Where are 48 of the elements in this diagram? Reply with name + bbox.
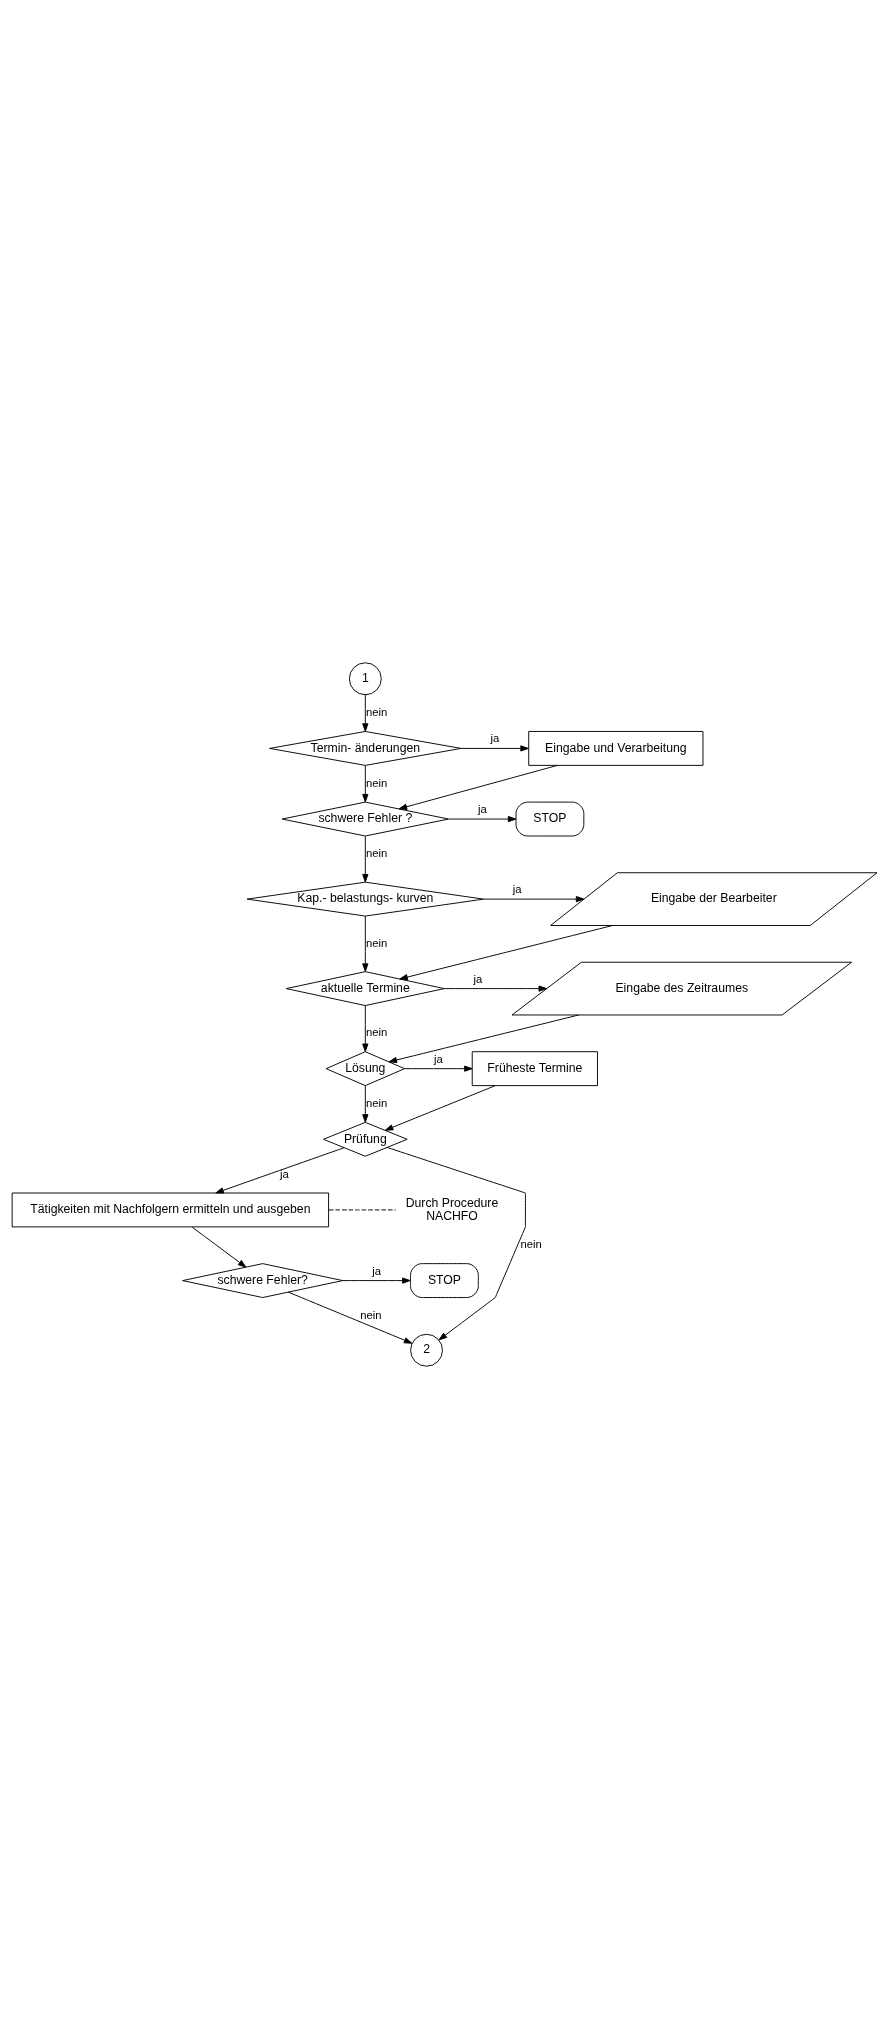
node-box: STOP bbox=[515, 801, 585, 836]
node-box: STOP bbox=[410, 1262, 479, 1298]
edge-label: ja bbox=[434, 1052, 443, 1065]
arrow bbox=[362, 835, 369, 882]
edge-label: nein bbox=[365, 1025, 388, 1038]
connector bbox=[328, 1208, 397, 1210]
node-box: Früheste Termine bbox=[471, 1050, 598, 1086]
arrow bbox=[386, 1146, 526, 1340]
arrow bbox=[384, 1084, 496, 1131]
edge-label: nein bbox=[360, 1308, 382, 1321]
arrow bbox=[191, 1226, 247, 1268]
edge-label: nein bbox=[520, 1237, 542, 1250]
arrow bbox=[460, 744, 529, 752]
arrow bbox=[362, 915, 369, 972]
edge-label: ja bbox=[473, 972, 483, 985]
arrow bbox=[404, 1065, 473, 1072]
node-diamond: Kap.- belastungs- kurven bbox=[246, 881, 484, 917]
arrow bbox=[448, 815, 517, 822]
node-box: Tätigkeiten mit Nachfolgern ermitteln und ausgeben bbox=[11, 1192, 330, 1227]
edge-label: ja bbox=[477, 802, 487, 815]
edge-label: ja bbox=[279, 1167, 289, 1180]
arrow bbox=[483, 895, 585, 902]
arrow bbox=[362, 693, 369, 732]
arrow bbox=[443, 985, 547, 992]
arrow bbox=[287, 1291, 413, 1344]
arrow bbox=[398, 764, 558, 810]
arrow bbox=[362, 764, 369, 802]
edge-label: nein bbox=[365, 776, 388, 789]
node-text: Durch Procedure NACHFO bbox=[405, 1195, 499, 1223]
arrow bbox=[362, 1084, 369, 1123]
edge-label: ja bbox=[512, 882, 522, 895]
edge-label: nein bbox=[365, 936, 388, 949]
arrow bbox=[399, 924, 613, 980]
edge-label: ja bbox=[490, 731, 500, 744]
node-diamond: Termin- änderungen bbox=[269, 730, 462, 766]
node-box: Eingabe und Verarbeitung bbox=[528, 730, 704, 766]
arrow bbox=[388, 1014, 580, 1063]
node-diamond: schwere Fehler? bbox=[182, 1262, 344, 1298]
edge-label: nein bbox=[365, 1096, 388, 1109]
node-circle: 2 bbox=[410, 1333, 443, 1367]
edge-label: ja bbox=[372, 1264, 382, 1277]
arrow bbox=[215, 1146, 345, 1193]
edge-label: nein bbox=[365, 705, 388, 718]
arrow bbox=[362, 1004, 369, 1052]
node-diamond: Lösung bbox=[325, 1050, 406, 1086]
arrow bbox=[342, 1276, 411, 1284]
node-circle: 1 bbox=[348, 661, 382, 695]
edge-label: nein bbox=[365, 846, 388, 859]
